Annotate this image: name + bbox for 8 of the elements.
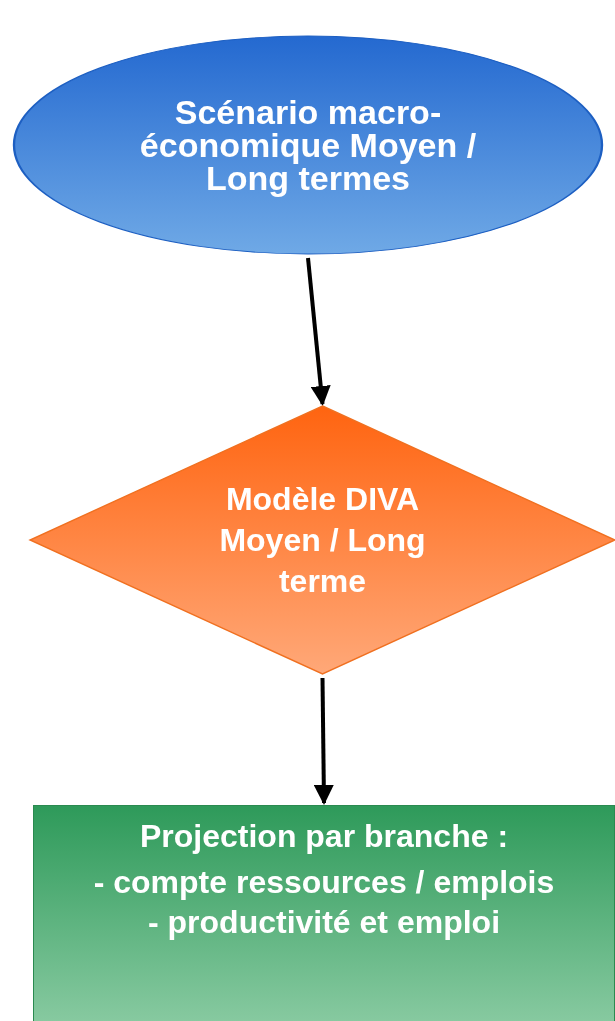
arrow: [306, 257, 331, 406]
node-label: Modèle DIVA Moyen / Long terme: [218, 479, 427, 601]
node-label: Projection par branche :: [139, 817, 509, 856]
list-item: - compte ressources / emplois: [93, 863, 555, 902]
list-item: - productivité et emploi: [148, 903, 500, 942]
arrow: [313, 677, 334, 805]
node-label: Scénario macro-économique Moyen / Long termes: [138, 95, 478, 195]
process-box: [33, 805, 615, 1021]
